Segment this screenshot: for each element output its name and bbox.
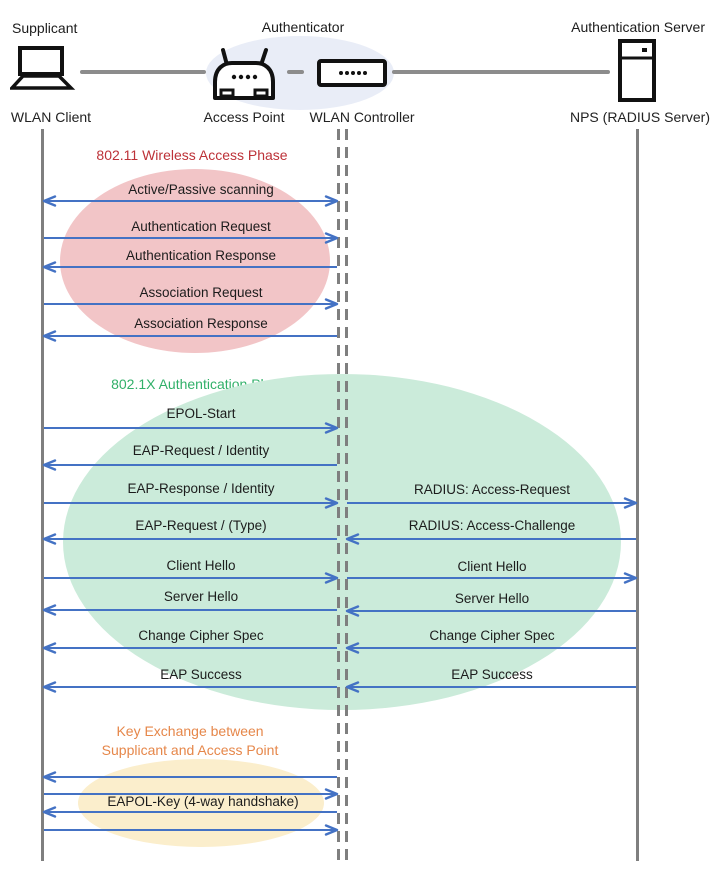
message-label: EAP-Request / Identity bbox=[132, 443, 270, 458]
message-arrow-left bbox=[345, 642, 636, 654]
controller-lifeline-right bbox=[345, 129, 348, 861]
message-label: Client Hello bbox=[457, 559, 527, 574]
phase3-title: Key Exchange between Supplicant and Acce… bbox=[102, 722, 279, 760]
message-arrow-both bbox=[42, 195, 339, 207]
wlan-controller-icon bbox=[317, 59, 387, 87]
message-label: Change Cipher Spec bbox=[429, 628, 555, 643]
server-lifeline bbox=[636, 129, 639, 861]
access-point-icon bbox=[213, 48, 275, 100]
message-label: Change Cipher Spec bbox=[138, 628, 264, 643]
laptop-icon bbox=[10, 46, 76, 90]
message-label: RADIUS: Access-Challenge bbox=[408, 518, 576, 533]
message-label: EAP Success bbox=[451, 667, 533, 682]
message-label: Association Response bbox=[134, 316, 268, 331]
message-arrow-right bbox=[347, 497, 638, 509]
message-arrow-left bbox=[345, 605, 636, 617]
message-arrow-left bbox=[42, 459, 337, 471]
client-lifeline bbox=[41, 129, 44, 861]
phase1-ellipse bbox=[60, 169, 330, 353]
server-icon bbox=[618, 39, 656, 102]
phase3-title-line1: Key Exchange between bbox=[116, 723, 264, 739]
message-arrow-left bbox=[42, 771, 337, 783]
message-label: EAP Success bbox=[160, 667, 242, 682]
message-arrow-right bbox=[44, 572, 339, 584]
message-arrow-right bbox=[44, 232, 339, 244]
message-arrow-left bbox=[42, 261, 337, 273]
connector-controller-server bbox=[392, 70, 610, 74]
connector-client-ap bbox=[80, 70, 206, 74]
role-label-authenticator: Authenticator bbox=[261, 19, 345, 35]
actor-label-wlan-controller: WLAN Controller bbox=[309, 109, 415, 125]
message-label: Authentication Request bbox=[131, 219, 271, 234]
message-label: RADIUS: Access-Request bbox=[413, 482, 571, 497]
phase3-title-line2: Supplicant and Access Point bbox=[101, 742, 279, 758]
message-label: Active/Passive scanning bbox=[128, 182, 274, 197]
message-label: EPOL-Start bbox=[166, 406, 236, 421]
message-arrow-left bbox=[42, 642, 337, 654]
message-arrow-right bbox=[44, 422, 339, 434]
phase2-ellipse bbox=[63, 374, 621, 710]
message-label: Association Request bbox=[139, 285, 263, 300]
actor-label-nps-radius-server: NPS (RADIUS Server) bbox=[569, 109, 711, 125]
message-label: Server Hello bbox=[163, 589, 239, 604]
message-label: EAP-Request / (Type) bbox=[135, 518, 267, 533]
actor-label-wlan-client: WLAN Client bbox=[10, 109, 92, 125]
actor-label-access-point: Access Point bbox=[203, 109, 285, 125]
message-arrow-left bbox=[345, 681, 636, 693]
controller-lifeline-left bbox=[337, 129, 340, 861]
connector-ap-controller bbox=[287, 70, 304, 74]
message-arrow-right bbox=[44, 298, 339, 310]
message-arrow-right bbox=[44, 788, 339, 800]
phase1-title: 802.11 Wireless Access Phase bbox=[96, 147, 288, 163]
message-arrow-right bbox=[44, 497, 339, 509]
message-label: Authentication Response bbox=[125, 248, 277, 263]
message-arrow-right bbox=[347, 572, 638, 584]
message-label: Server Hello bbox=[454, 591, 530, 606]
role-label-supplicant: Supplicant bbox=[12, 20, 78, 36]
message-arrow-right bbox=[44, 824, 339, 836]
message-arrow-left bbox=[42, 533, 337, 545]
message-arrow-left bbox=[42, 604, 337, 616]
message-label: EAP-Response / Identity bbox=[127, 481, 275, 496]
message-arrow-left bbox=[42, 330, 337, 342]
phase3-ellipse bbox=[78, 759, 324, 847]
message-arrow-left bbox=[42, 806, 337, 818]
role-label-authentication-server: Authentication Server bbox=[571, 19, 705, 35]
message-label: Client Hello bbox=[166, 558, 236, 573]
message-arrow-left bbox=[345, 533, 636, 545]
message-arrow-left bbox=[42, 681, 337, 693]
message-label: EAPOL-Key (4-way handshake) bbox=[107, 794, 299, 809]
